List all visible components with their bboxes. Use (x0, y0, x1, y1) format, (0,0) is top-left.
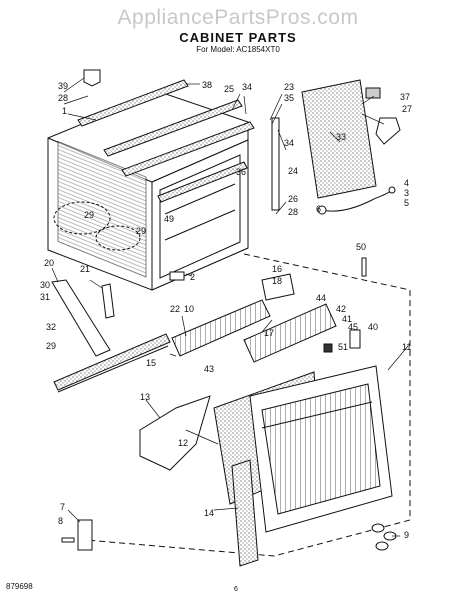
callout-29: 29 (46, 341, 56, 351)
callout-37: 37 (400, 92, 410, 102)
callout-10: 10 (184, 304, 194, 314)
screw-50 (361, 257, 367, 277)
callout-12: 12 (178, 438, 188, 448)
callout-14: 14 (204, 508, 214, 518)
side-bracket-20 (51, 279, 111, 357)
callout-29: 29 (84, 210, 94, 220)
model-line: For Model: AC1854XT0 (196, 45, 280, 54)
callout-49: 49 (164, 214, 174, 224)
callout-27: 27 (402, 104, 412, 114)
bracket-2 (169, 271, 185, 281)
figure-number: 879698 (6, 582, 33, 591)
callout-8: 8 (58, 516, 63, 526)
callout-15: 15 (146, 358, 156, 368)
callout-35: 35 (284, 93, 294, 103)
cabinet-shell (47, 91, 249, 291)
callout-30: 30 (40, 280, 50, 290)
callout-2: 2 (190, 272, 195, 282)
side-panel-33 (301, 79, 377, 199)
callout-42: 42 (336, 304, 346, 314)
callout-34: 34 (242, 82, 252, 92)
seal-strip-24 (271, 117, 280, 211)
callout-50: 50 (356, 242, 366, 252)
callout-9: 9 (404, 530, 409, 540)
callout-6: 6 (316, 204, 321, 214)
callout-51: 51 (338, 342, 348, 352)
callout-43: 43 (204, 364, 214, 374)
callout-16: 16 (272, 264, 282, 274)
leader-lines (51, 77, 409, 537)
callout-31: 31 (40, 292, 50, 302)
front-grille-11 (249, 365, 393, 533)
coil-44 (243, 303, 337, 363)
switch-40 (349, 329, 361, 349)
rollers-9 (371, 523, 397, 551)
callout-26: 26 (288, 194, 298, 204)
callout-3: 3 (404, 188, 409, 198)
callout-20: 20 (44, 258, 54, 268)
callout-18: 18 (272, 276, 282, 286)
callout-1: 1 (62, 106, 67, 116)
assembly-outline (85, 253, 411, 557)
callout-36: 36 (236, 167, 246, 177)
callout-21: 21 (80, 264, 90, 274)
screw-8 (61, 537, 75, 543)
support-21 (101, 283, 115, 319)
control-16 (261, 273, 295, 301)
callout-17: 17 (264, 328, 274, 338)
callout-11: 11 (402, 342, 411, 352)
callout-39: 39 (58, 81, 68, 91)
callout-28: 28 (58, 93, 68, 103)
page-title: CABINET PARTS (179, 30, 297, 45)
louver-assembly-10 (171, 299, 271, 357)
bracket-39 (83, 69, 101, 87)
callout-24: 24 (288, 166, 298, 176)
callout-23: 23 (284, 82, 294, 92)
callout-7: 7 (60, 502, 65, 512)
callout-34: 34 (284, 138, 294, 148)
callout-44: 44 (316, 293, 326, 303)
clip-45 (323, 343, 333, 353)
callout-22: 22 (170, 304, 180, 314)
callout-25: 25 (224, 84, 234, 94)
pad-37 (365, 87, 381, 99)
filter-wire-13 (139, 395, 211, 471)
callout-4: 4 (404, 178, 409, 188)
callout-32: 32 (46, 322, 56, 332)
callout-33: 33 (336, 132, 346, 142)
page-number: 6 (234, 586, 238, 593)
rail-22 (53, 333, 171, 391)
ground-wire-6 (321, 189, 393, 212)
callout-41: 41 (342, 314, 352, 324)
callout-28: 28 (288, 207, 298, 217)
callout-13: 13 (140, 392, 150, 402)
watermark: AppliancePartsPros.com (117, 6, 359, 29)
clip-27 (375, 117, 401, 145)
top-rails (77, 79, 255, 203)
callout-29: 29 (136, 226, 146, 236)
callout-38: 38 (202, 80, 212, 90)
callout-40: 40 (368, 322, 378, 332)
callout-5: 5 (404, 198, 409, 208)
callout-45: 45 (348, 322, 358, 332)
plate-7 (77, 519, 93, 551)
strip-14 (231, 459, 259, 567)
callout-labels: 39 28 1 38 25 34 23 35 37 27 33 34 36 24… (40, 80, 412, 540)
